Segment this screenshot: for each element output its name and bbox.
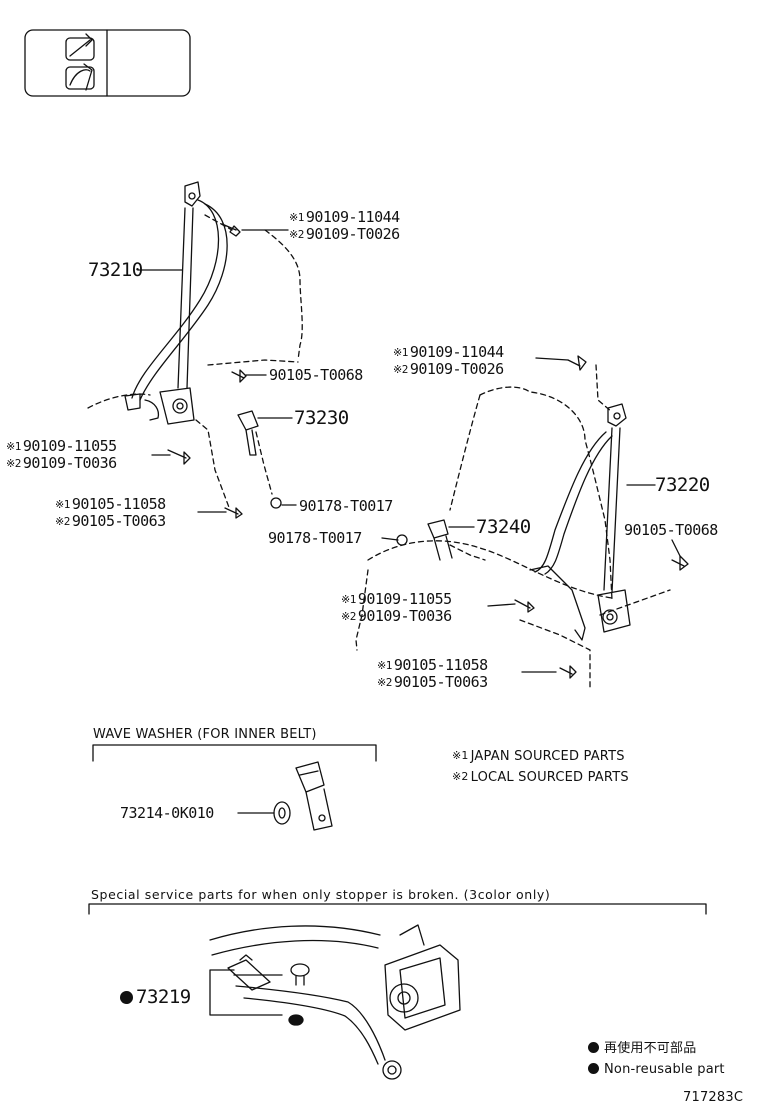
local-mark: ※2 (452, 770, 469, 783)
local-mark: ※2 (377, 676, 392, 689)
local-mark: ※2 (55, 515, 70, 528)
non-reusable-jp: 再使用不可部品 (604, 1041, 697, 1056)
seat-belt-icon-front (65, 33, 95, 61)
part-number: 90109-11055 (22, 437, 117, 455)
local-mark: ※2 (289, 228, 304, 241)
local-sourced-text: LOCAL SOURCED PARTS (470, 770, 629, 785)
non-reusable-dot-icon (588, 1063, 599, 1074)
non-reusable-dot-icon (120, 991, 133, 1004)
part-label: 90105-T0068 (269, 366, 363, 384)
right-belt-assembly (355, 355, 689, 691)
japan-mark: ※1 (55, 498, 70, 511)
part-number: 90109-T0036 (357, 607, 452, 625)
part-73219-label: 73219 (120, 987, 191, 1007)
special-service-section (88, 903, 707, 1080)
local-mark: ※2 (393, 363, 408, 376)
part-number: 90105-11058 (393, 656, 488, 674)
part-number: 90105-T0063 (71, 512, 166, 530)
part-number: 90109-T0026 (305, 225, 400, 243)
non-reusable-legend: 再使用不可部品 Non-reusable part (588, 1038, 725, 1080)
part-73230-label: 73230 (294, 407, 349, 429)
seat-icon-box (24, 29, 191, 97)
special-service-title: Special service parts for when only stop… (91, 887, 551, 902)
wave-washer-part-label: 73214-0K010 (120, 804, 214, 822)
part-number: 90109-11044 (409, 343, 504, 361)
part-73240-label: 73240 (476, 516, 531, 538)
wave-washer-title: WAVE WASHER (FOR INNER BELT) (93, 727, 317, 742)
part-label: 90178-T0017 (299, 497, 393, 515)
part-label: 90178-T0017 (268, 529, 362, 547)
wave-washer-section (92, 744, 377, 831)
japan-mark: ※1 (452, 749, 469, 762)
part-number: 90109-11055 (357, 590, 452, 608)
non-reusable-dot-icon (588, 1042, 599, 1053)
part-number: 73219 (136, 986, 191, 1008)
figure-id: 717283C (683, 1090, 744, 1105)
left-belt-assembly (87, 181, 303, 519)
part-number: 90109-T0026 (409, 360, 504, 378)
local-mark: ※2 (6, 457, 21, 470)
japan-sourced-text: JAPAN SOURCED PARTS (470, 749, 625, 764)
part-73220-label: 73220 (655, 474, 710, 496)
japan-mark: ※1 (341, 593, 356, 606)
part-label: 90105-T0068 (624, 521, 718, 539)
part-number: 90109-T0036 (22, 454, 117, 472)
local-mark: ※2 (341, 610, 356, 623)
non-reusable-en: Non-reusable part (604, 1062, 725, 1077)
part-number: 90105-T0063 (393, 673, 488, 691)
part-73210-label: 73210 (88, 259, 143, 281)
seat-belt-icon-rear (65, 63, 95, 91)
part-number: 90109-11044 (305, 208, 400, 226)
japan-mark: ※1 (6, 440, 21, 453)
japan-mark: ※1 (377, 659, 392, 672)
part-number: 90105-11058 (71, 495, 166, 513)
japan-mark: ※1 (289, 211, 304, 224)
japan-mark: ※1 (393, 346, 408, 359)
leader-lines (137, 229, 681, 673)
